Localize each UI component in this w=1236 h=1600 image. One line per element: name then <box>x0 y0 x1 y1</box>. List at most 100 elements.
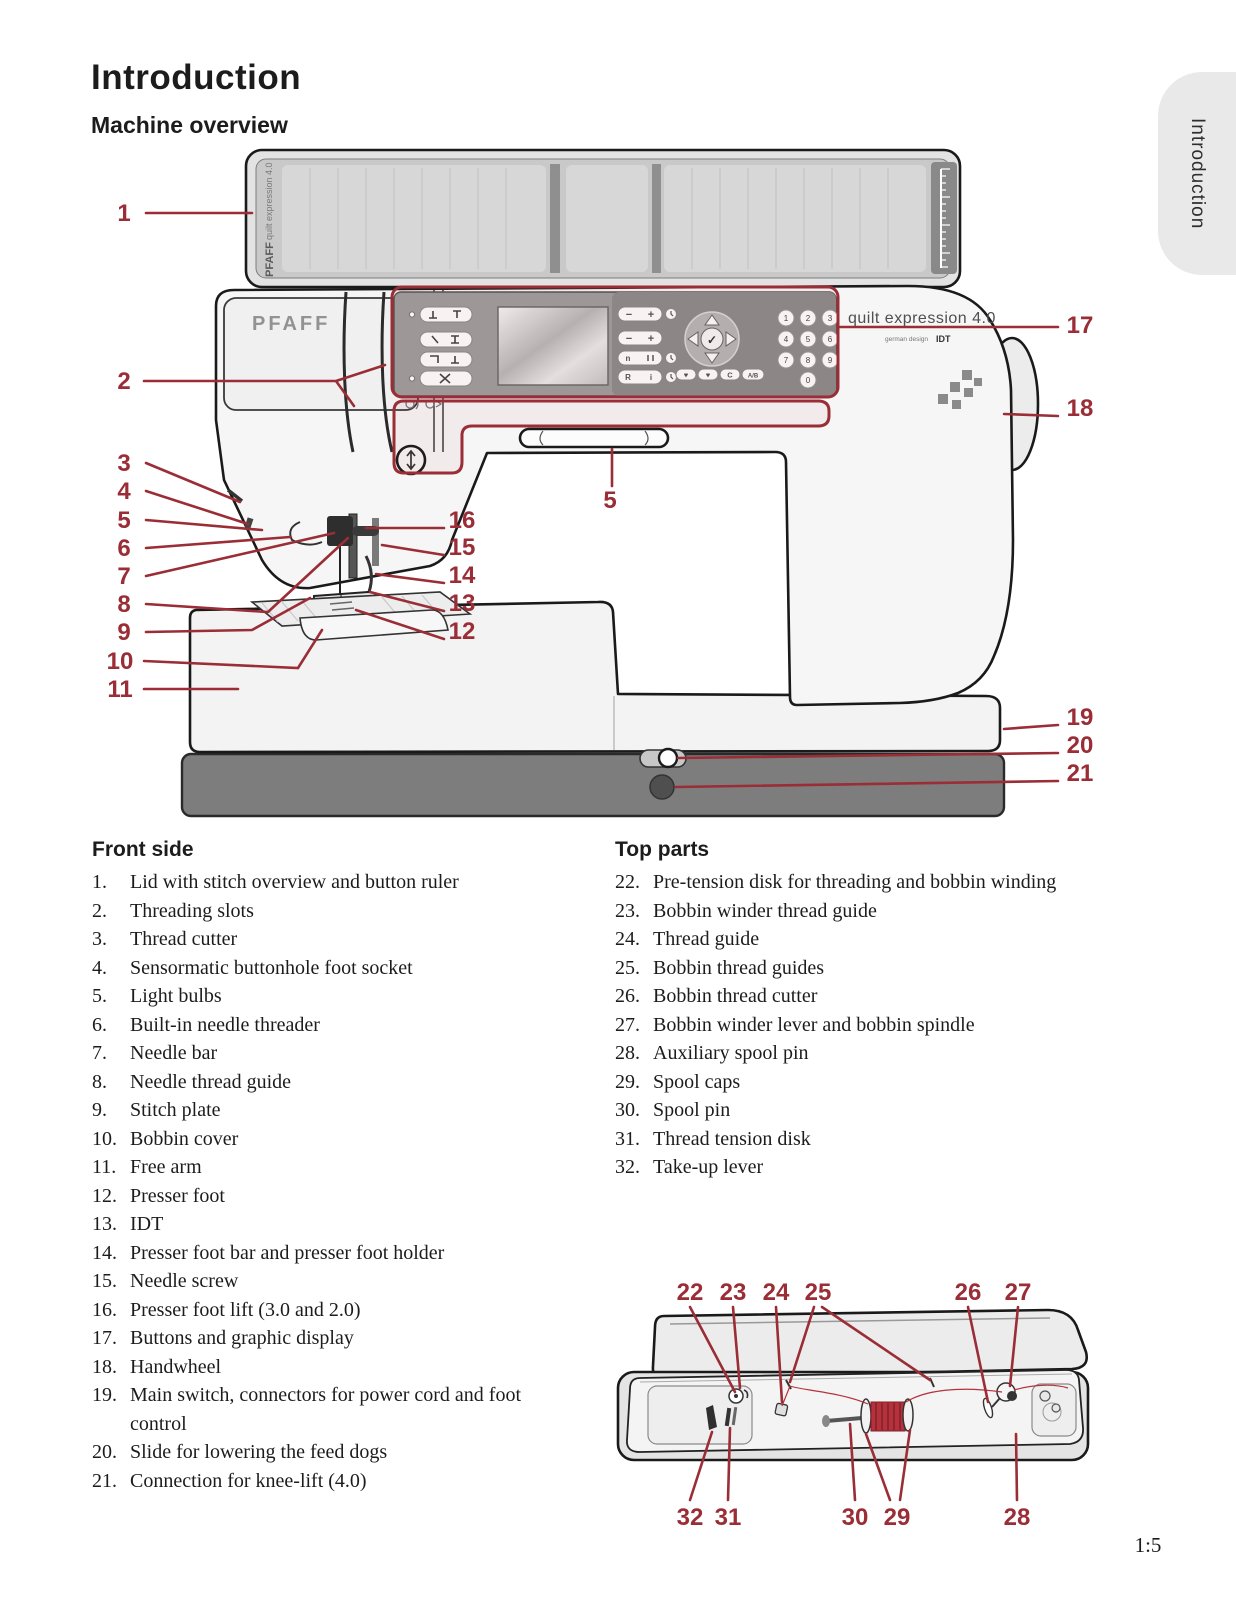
list-item: 2. Threading slots <box>92 897 532 926</box>
item-text: Threading slots <box>130 899 254 922</box>
callout-5: 5 <box>117 507 130 534</box>
item-number: 29. <box>615 1070 640 1093</box>
arrow-right-icon <box>725 331 737 347</box>
item-number: 22. <box>615 871 640 893</box>
callout-6: 6 <box>117 535 130 562</box>
page-title: Introduction <box>91 58 302 97</box>
machine-top-diagram: 22 23 24 25 26 27 32 31 30 29 28 <box>616 1279 1090 1531</box>
item-text: Sensormatic buttonhole foot socket <box>130 956 413 979</box>
item-number: 16. <box>92 1298 117 1321</box>
svg-text:i: i <box>650 373 652 382</box>
callout-30: 30 <box>842 1504 869 1531</box>
item-text: Thread cutter <box>130 928 238 950</box>
navigation-pad[interactable]: ✓ <box>684 311 740 367</box>
list-item: 9. Stitch plate <box>92 1096 532 1125</box>
list-item: 28. Auxiliary spool pin <box>615 1039 1077 1068</box>
function-buttons-left[interactable] <box>408 306 473 387</box>
item-text: Presser foot lift (3.0 and 2.0) <box>130 1298 361 1321</box>
mode-buttons[interactable]: ♥ ♥ C A/B <box>675 368 765 381</box>
callout-25: 25 <box>805 1279 832 1306</box>
list-item: 22. Pre-tension disk for threading and b… <box>615 868 1077 897</box>
item-text: Bobbin thread cutter <box>653 985 818 1007</box>
idt-logo: IDT <box>936 334 951 344</box>
callout-29: 29 <box>884 1504 911 1531</box>
list-item: 13. IDT <box>92 1210 532 1239</box>
callout-8: 8 <box>117 591 130 618</box>
callout-18: 18 <box>1067 395 1094 422</box>
list-item: 25. Bobbin thread guides <box>615 954 1077 983</box>
chapter-side-tab[interactable]: Introduction <box>1158 72 1236 275</box>
item-number: 28. <box>615 1042 640 1064</box>
auxiliary-spool-pin-holes <box>1039 1390 1061 1413</box>
item-text: Connection for knee-lift (4.0) <box>130 1469 367 1492</box>
spool-pin-and-spool <box>822 1398 914 1434</box>
svg-text:1: 1 <box>784 314 789 323</box>
svg-text:−: − <box>626 309 632 321</box>
callout-4: 4 <box>117 478 131 505</box>
list-item: 32. Take-up lever <box>615 1153 1077 1182</box>
front-side-list: Front side 1. Lid with stitch overview a… <box>92 838 532 1495</box>
spool-cap-left <box>860 1398 872 1434</box>
list-item: 19. Main switch, connectors for power co… <box>92 1381 532 1438</box>
item-text: Spool caps <box>653 1070 741 1093</box>
callout-highlight-boxes <box>390 285 840 475</box>
model-name: quilt expression 4.0 <box>848 310 996 327</box>
item-text: Free arm <box>130 1156 202 1178</box>
button-ruler <box>931 162 957 274</box>
bobbin-winder-thread-guide <box>743 1389 749 1399</box>
spool-cap-right <box>902 1398 914 1432</box>
item-text: Slide for lowering the feed dogs <box>130 1441 388 1463</box>
list-item: 10. Bobbin cover <box>92 1125 532 1154</box>
callout-5b: 5 <box>603 487 616 514</box>
item-number: 30. <box>615 1099 640 1121</box>
list-item: 3. Thread cutter <box>92 925 532 954</box>
front-side-heading: Front side <box>92 838 194 861</box>
list-item: 5. Light bulbs <box>92 982 532 1011</box>
callout-31: 31 <box>715 1504 742 1531</box>
top-parts-items: 22. Pre-tension disk for threading and b… <box>615 868 1077 1182</box>
control-panel: −+ −+ n Ri ✓ <box>393 291 839 397</box>
item-text: Needle bar <box>130 1042 218 1064</box>
item-text: Bobbin winder lever and bobbin spindle <box>653 1013 975 1036</box>
callout-10: 10 <box>107 648 134 675</box>
callout-9: 9 <box>117 619 130 646</box>
item-number: 14. <box>92 1241 117 1264</box>
item-number: 20. <box>92 1441 117 1463</box>
function-buttons-right[interactable]: −+ −+ n Ri <box>617 306 677 385</box>
brand-logo: PFAFF <box>252 313 330 335</box>
idt-finger <box>364 555 373 593</box>
item-text: IDT <box>130 1213 164 1235</box>
callout-22: 22 <box>677 1279 704 1306</box>
item-number: 23. <box>615 899 640 922</box>
svg-text:+: + <box>648 333 654 345</box>
numpad[interactable]: 123 456 789 0 <box>777 309 839 389</box>
callout-17: 17 <box>1067 312 1094 339</box>
list-item: 16. Presser foot lift (3.0 and 2.0) <box>92 1296 532 1325</box>
list-item: 31. Thread tension disk <box>615 1125 1077 1154</box>
item-text: Thread tension disk <box>653 1127 811 1150</box>
leader-lines <box>142 211 1060 789</box>
list-item: 21. Connection for knee-lift (4.0) <box>92 1467 532 1496</box>
svg-text:6: 6 <box>828 335 833 344</box>
bobbin-thread-cutter <box>982 1397 994 1419</box>
take-up-lever <box>706 1405 717 1430</box>
callout-27: 27 <box>1005 1279 1032 1306</box>
svg-text:+: + <box>648 309 654 321</box>
list-item: 12. Presser foot <box>92 1182 532 1211</box>
arrow-down-icon <box>704 352 720 364</box>
list-item: 18. Handwheel <box>92 1353 532 1382</box>
item-number: 26. <box>615 985 640 1007</box>
item-text: Bobbin cover <box>130 1127 239 1150</box>
callout-11: 11 <box>107 676 132 703</box>
callout-32: 32 <box>677 1504 704 1531</box>
item-text: Built-in needle threader <box>130 1013 320 1036</box>
list-item: 7. Needle bar <box>92 1039 532 1068</box>
item-text: Needle screw <box>130 1270 239 1292</box>
bobbin-cover[interactable] <box>299 609 449 641</box>
base-plate <box>180 752 1006 818</box>
svg-text:8: 8 <box>806 356 811 365</box>
svg-text:−: − <box>626 333 632 345</box>
list-item: 8. Needle thread guide <box>92 1068 532 1097</box>
heart-icon: ♥ <box>684 371 689 380</box>
knee-lift-socket[interactable] <box>649 774 675 800</box>
